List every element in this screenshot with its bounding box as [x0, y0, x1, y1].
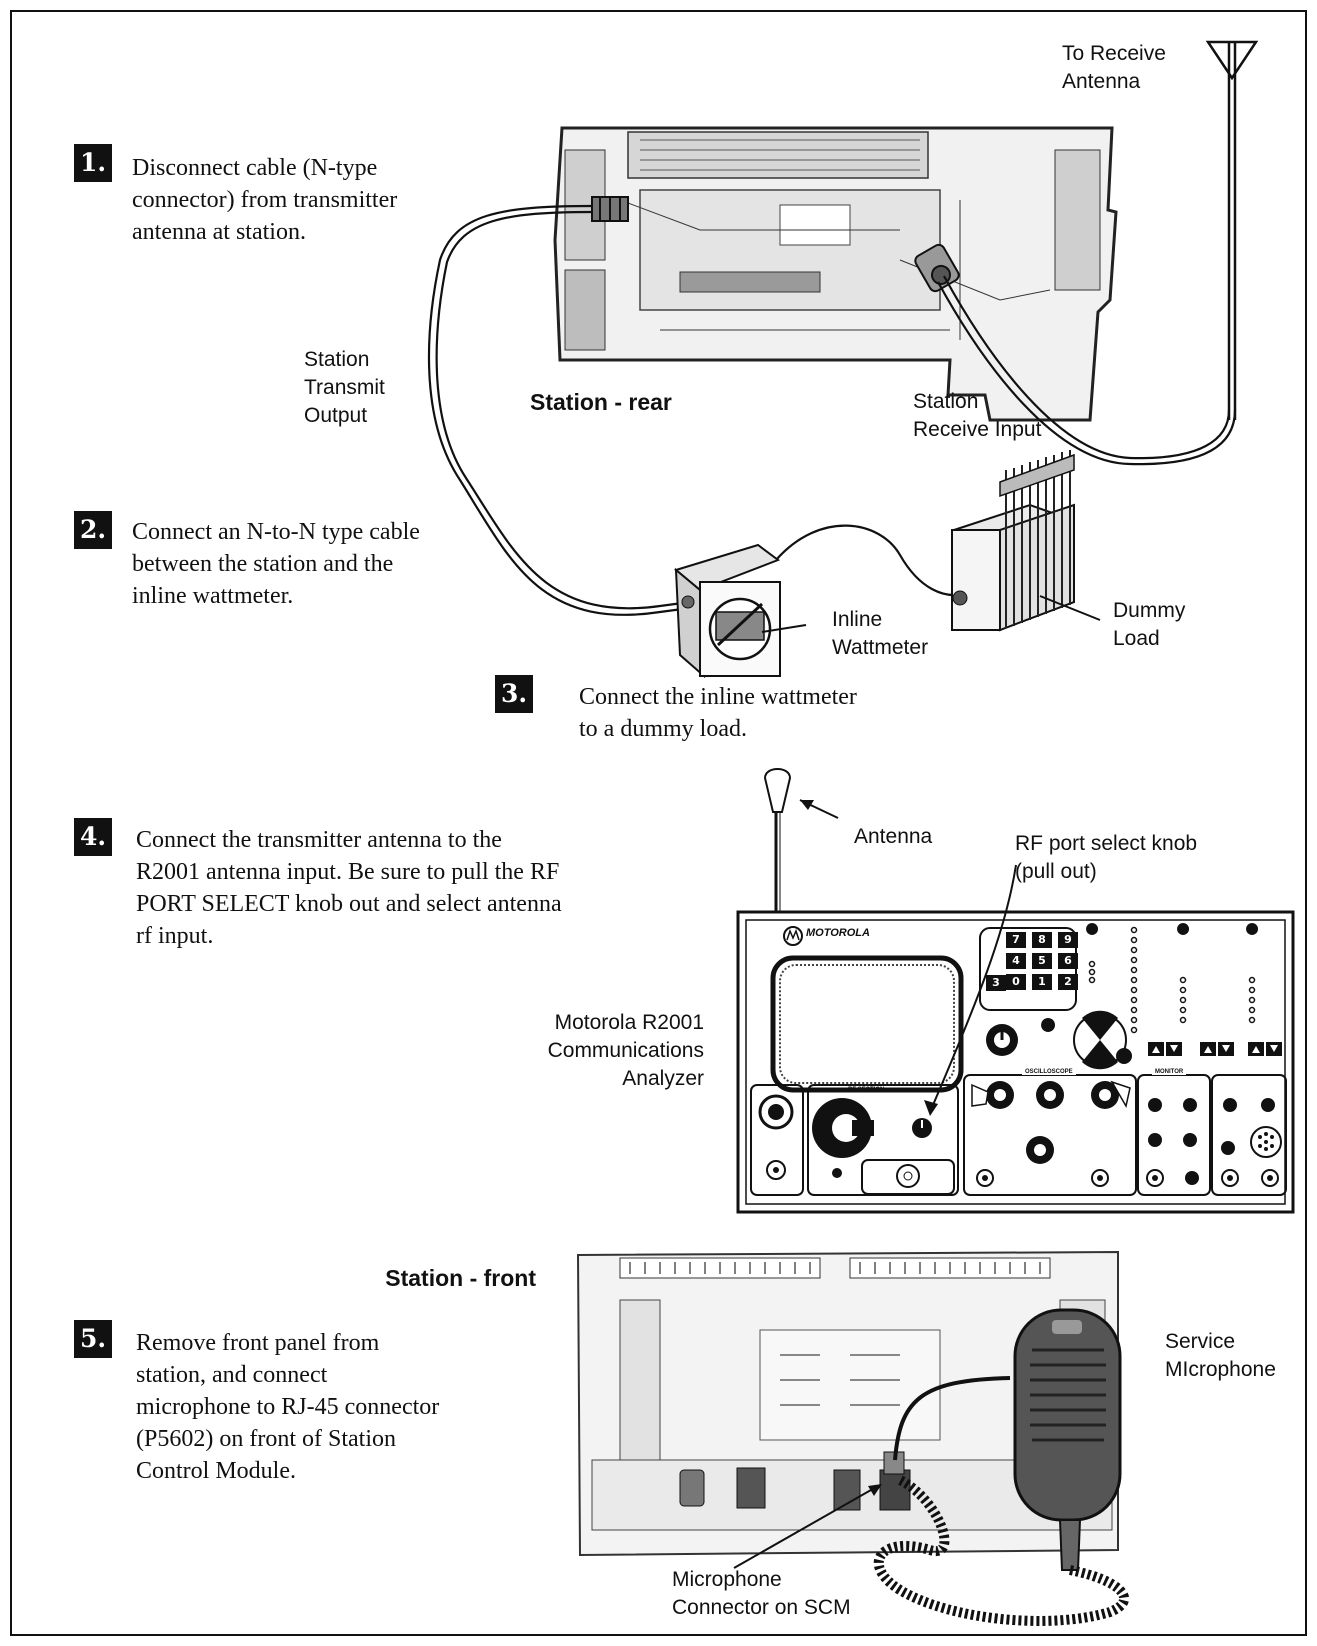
step-3-badge: 3.	[495, 675, 533, 713]
keypad-key: 6	[1058, 953, 1078, 969]
keypad-key: 4	[1006, 953, 1026, 969]
keypad-key: 5	[1032, 953, 1052, 969]
label-microphone-connector: Microphone Connector on SCM	[672, 1566, 892, 1622]
label-analyzer-name: Motorola R2001 Communications Analyzer	[510, 1009, 704, 1093]
inline-wattmeter	[676, 545, 806, 676]
panel-section-oscilloscope: OSCILLOSCOPE	[1022, 1069, 1076, 1075]
receive-antenna-icon	[1208, 42, 1256, 420]
keypad-key: 0	[1006, 974, 1026, 990]
step-3-text: Connect the inline wattmeter to a dummy …	[579, 681, 939, 745]
dummy-load	[952, 450, 1100, 630]
label-dummy-load: Dummy Load	[1113, 597, 1213, 653]
step-4-text: Connect the transmitter antenna to the R…	[136, 824, 656, 952]
keypad-key: 9	[1058, 932, 1078, 948]
station-rear-unit	[555, 128, 1116, 420]
analyzer-brand: MOTOROLA	[806, 927, 870, 939]
label-station-receive-input: Station Receive Input	[913, 388, 1083, 444]
step-5-text: Remove front panel from station, and con…	[136, 1327, 516, 1487]
label-rf-port-select-knob: RF port select knob (pull out)	[1015, 830, 1255, 886]
label-service-microphone: Service MIcrophone	[1165, 1328, 1305, 1384]
label-station-transmit-output: Station Transmit Output	[304, 346, 424, 430]
keypad-key: 3	[986, 975, 1006, 991]
keypad-key: 2	[1058, 974, 1078, 990]
label-antenna: Antenna	[854, 823, 974, 851]
label-to-receive-antenna: To Receive Antenna	[1062, 40, 1202, 96]
r2001-analyzer-panel	[738, 865, 1293, 1212]
step-1-badge: 1.	[74, 144, 112, 182]
step-2-badge: 2.	[74, 511, 112, 549]
step-4-badge: 4.	[74, 818, 112, 856]
label-inline-wattmeter: Inline Wattmeter	[832, 606, 962, 662]
keypad-key: 1	[1032, 974, 1052, 990]
panel-section-rf: RF SECTION	[848, 1087, 884, 1093]
step-2-text: Connect an N-to-N type cable between the…	[132, 516, 512, 612]
panel-section-monitor: MONITOR	[1152, 1069, 1186, 1075]
label-station-front: Station - front	[330, 1264, 536, 1292]
step-5-badge: 5.	[74, 1320, 112, 1358]
label-station-rear: Station - rear	[530, 388, 730, 416]
keypad-key: 8	[1032, 932, 1052, 948]
step-1-text: Disconnect cable (N-type connector) from…	[132, 152, 492, 248]
keypad-key: 7	[1006, 932, 1026, 948]
